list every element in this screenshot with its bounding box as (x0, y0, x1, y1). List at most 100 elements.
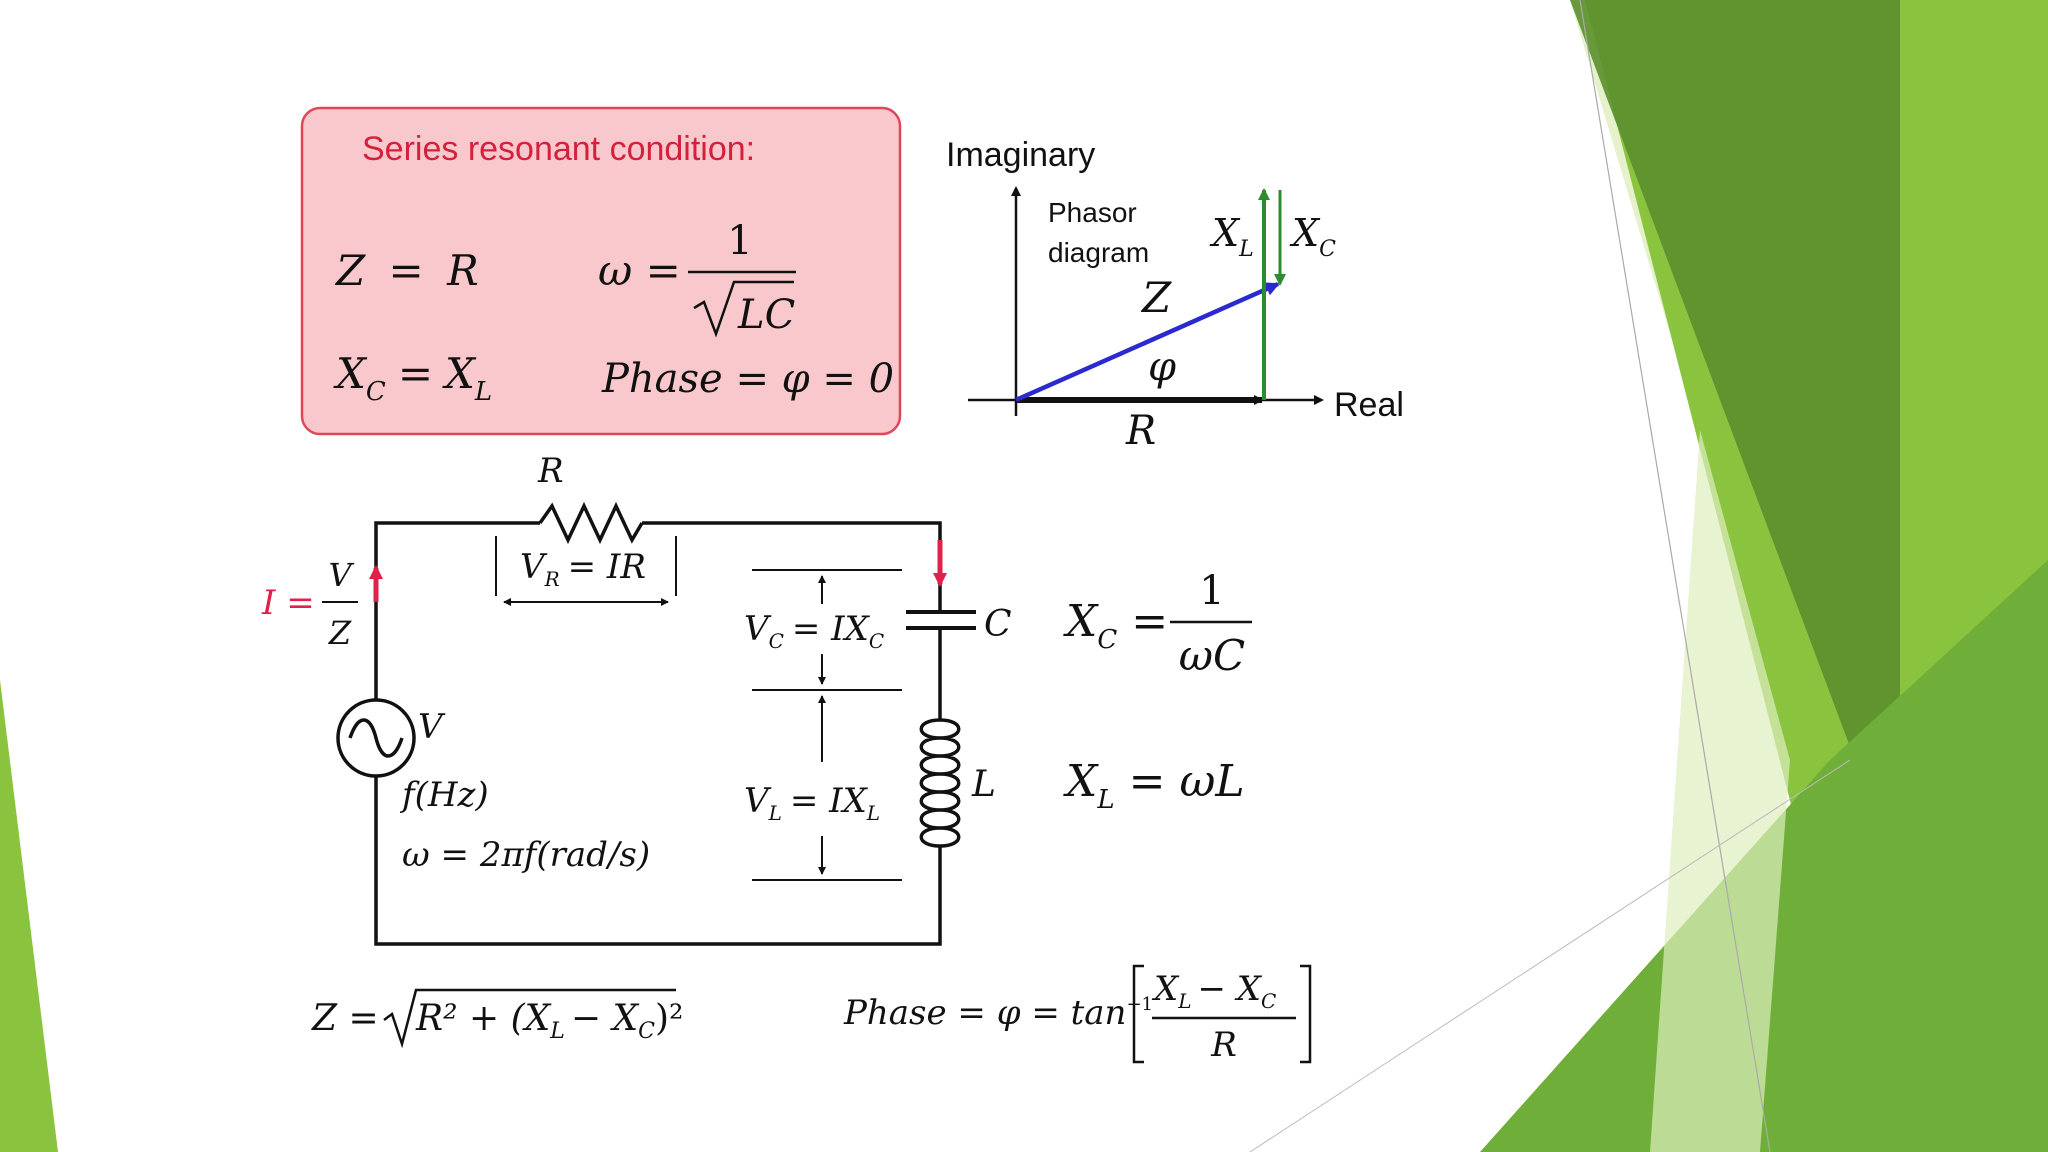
z-sqrt-symbol (383, 988, 676, 1049)
xl-sub: L (1096, 785, 1114, 815)
inductor-symbol (919, 718, 961, 848)
xc-eq: = (1131, 596, 1168, 647)
current-label: I = (261, 583, 315, 623)
z-minus: − X (571, 998, 640, 1039)
xl-symbol: X (442, 349, 477, 398)
sqrt-symbol (693, 280, 794, 338)
real-axis-label: Real (1334, 386, 1404, 424)
vc-rhs: = IX (792, 609, 871, 649)
angular-frequency-label: ω = 2πf(rad/s) (402, 835, 650, 875)
phase-num-xl: X (1151, 969, 1180, 1009)
phasor-diagram: Imaginary Real Phasor diagram Z φ R XL X… (946, 136, 1404, 454)
thin-line-1 (1579, 0, 1771, 1152)
callout-title: Series resonant condition: (362, 130, 755, 168)
phase-denominator: R (1210, 1025, 1237, 1065)
xc-formula: XC = (1063, 596, 1168, 655)
z-sub-l: L (549, 1019, 565, 1044)
current-numerator: V (328, 556, 354, 594)
xl-sub: L (1238, 237, 1254, 262)
xl-x: X (1063, 756, 1099, 807)
resistor-symbol (538, 501, 644, 545)
xl-subscript: L (474, 377, 492, 407)
callout-box (300, 106, 902, 436)
frequency-label: f(Hz) (399, 775, 489, 815)
xc-sub: C (1319, 237, 1336, 262)
equals-sign: = (389, 246, 424, 295)
omega-denominator: LC (737, 292, 795, 338)
top-wire-right (642, 521, 942, 612)
vr-v: V (520, 547, 548, 587)
equals-sign: = (398, 349, 433, 398)
vr-sub: R (544, 567, 560, 591)
left-bracket (1132, 964, 1144, 1064)
vc-label: VC= IXC (744, 609, 884, 653)
phase-num-sub-c: C (1261, 989, 1276, 1013)
capacitor-label: C (984, 604, 1012, 645)
xc-numerator: 1 (1199, 568, 1224, 614)
vr-rhs: = IR (568, 547, 646, 587)
impedance-formulas: Z = R² + (XL− XC)² Phase = φ = tan−1 XL−… (311, 964, 1312, 1065)
right-green-sliver (1650, 430, 1790, 1152)
phase-text: Phase = φ = tan (843, 993, 1126, 1033)
inductor-label: L (971, 764, 996, 805)
vl-rhs: = IX (790, 781, 869, 821)
xl-rhs: = ωL (1129, 756, 1245, 807)
xc-sub: C (1097, 625, 1117, 655)
xl-phasor-label: XL (1209, 211, 1254, 262)
vc-rhs-sub: C (869, 629, 884, 653)
left-green-wedge (0, 680, 58, 1152)
vl-rhs-sub: L (866, 801, 880, 825)
phase-numerator: XL − XC (1151, 969, 1276, 1013)
top-wire-left (374, 521, 540, 700)
z-phasor (1015, 281, 1280, 403)
right-bracket (1300, 964, 1312, 1064)
omega-numerator: 1 (727, 218, 752, 264)
sine-wave-icon (348, 718, 404, 758)
r-symbol: R (446, 246, 479, 295)
resonance-callout: Series resonant condition: Z = R ω = 1 L… (300, 106, 902, 436)
vr-label: VR = IR (520, 547, 646, 591)
z-phasor-label: Z (1140, 273, 1172, 322)
r-phasor-label: R (1125, 408, 1156, 454)
z-formula-lhs: Z = (311, 998, 379, 1039)
vl-sub: L (768, 801, 782, 825)
z-symbol: Z (334, 246, 366, 295)
right-green-dark (1570, 0, 1900, 880)
xc-denominator: ωC (1179, 631, 1245, 680)
xc-subscript: C (366, 377, 386, 407)
xc-x: X (1063, 596, 1099, 647)
phasor-caption-line2: diagram (1048, 237, 1149, 268)
vl-v: V (744, 781, 772, 821)
vc-sub: C (769, 629, 784, 653)
z-sub-c: C (638, 1019, 655, 1044)
imaginary-axis-label: Imaginary (946, 136, 1095, 174)
omega-lhs: ω = (598, 246, 681, 295)
xc-phasor-label: XC (1289, 211, 1336, 262)
resistor-label: R (537, 451, 564, 491)
z-rad-part: R² + (X (415, 998, 552, 1039)
eq-z-equals-r: Z = R (334, 246, 479, 295)
xc-x: X (1289, 211, 1321, 255)
current-denominator: Z (328, 614, 352, 652)
vl-label: VL= IXL (744, 781, 880, 825)
phase-num-sub-l: L (1177, 989, 1191, 1013)
z-close: )² (655, 998, 683, 1039)
xc-symbol: X (333, 349, 368, 398)
phi-angle-label: φ (1148, 344, 1176, 390)
xl-formula: XL = ωL (1063, 756, 1245, 815)
xl-x: X (1209, 211, 1241, 255)
phase-num-minus: − X (1198, 969, 1263, 1009)
vc-v: V (744, 609, 772, 649)
phasor-caption-line1: Phasor (1048, 197, 1137, 228)
phase-zero: Phase = φ = 0 (601, 356, 894, 402)
phase-formula-lhs: Phase = φ = tan−1 (843, 993, 1153, 1033)
rlc-circuit: R VR= IR I = V Z V f(Hz) ω = 2πf(rad/s) … (261, 451, 1012, 946)
z-formula-radicand: R² + (XL− XC)² (415, 998, 683, 1044)
bottom-wire (374, 776, 942, 946)
eq-xc-equals-xl: XC=XL (333, 349, 492, 407)
reactance-formulas: XC= 1 ωC XL= ωL (1063, 568, 1252, 815)
phase-exp: −1 (1126, 994, 1153, 1015)
source-label: V (418, 707, 446, 747)
